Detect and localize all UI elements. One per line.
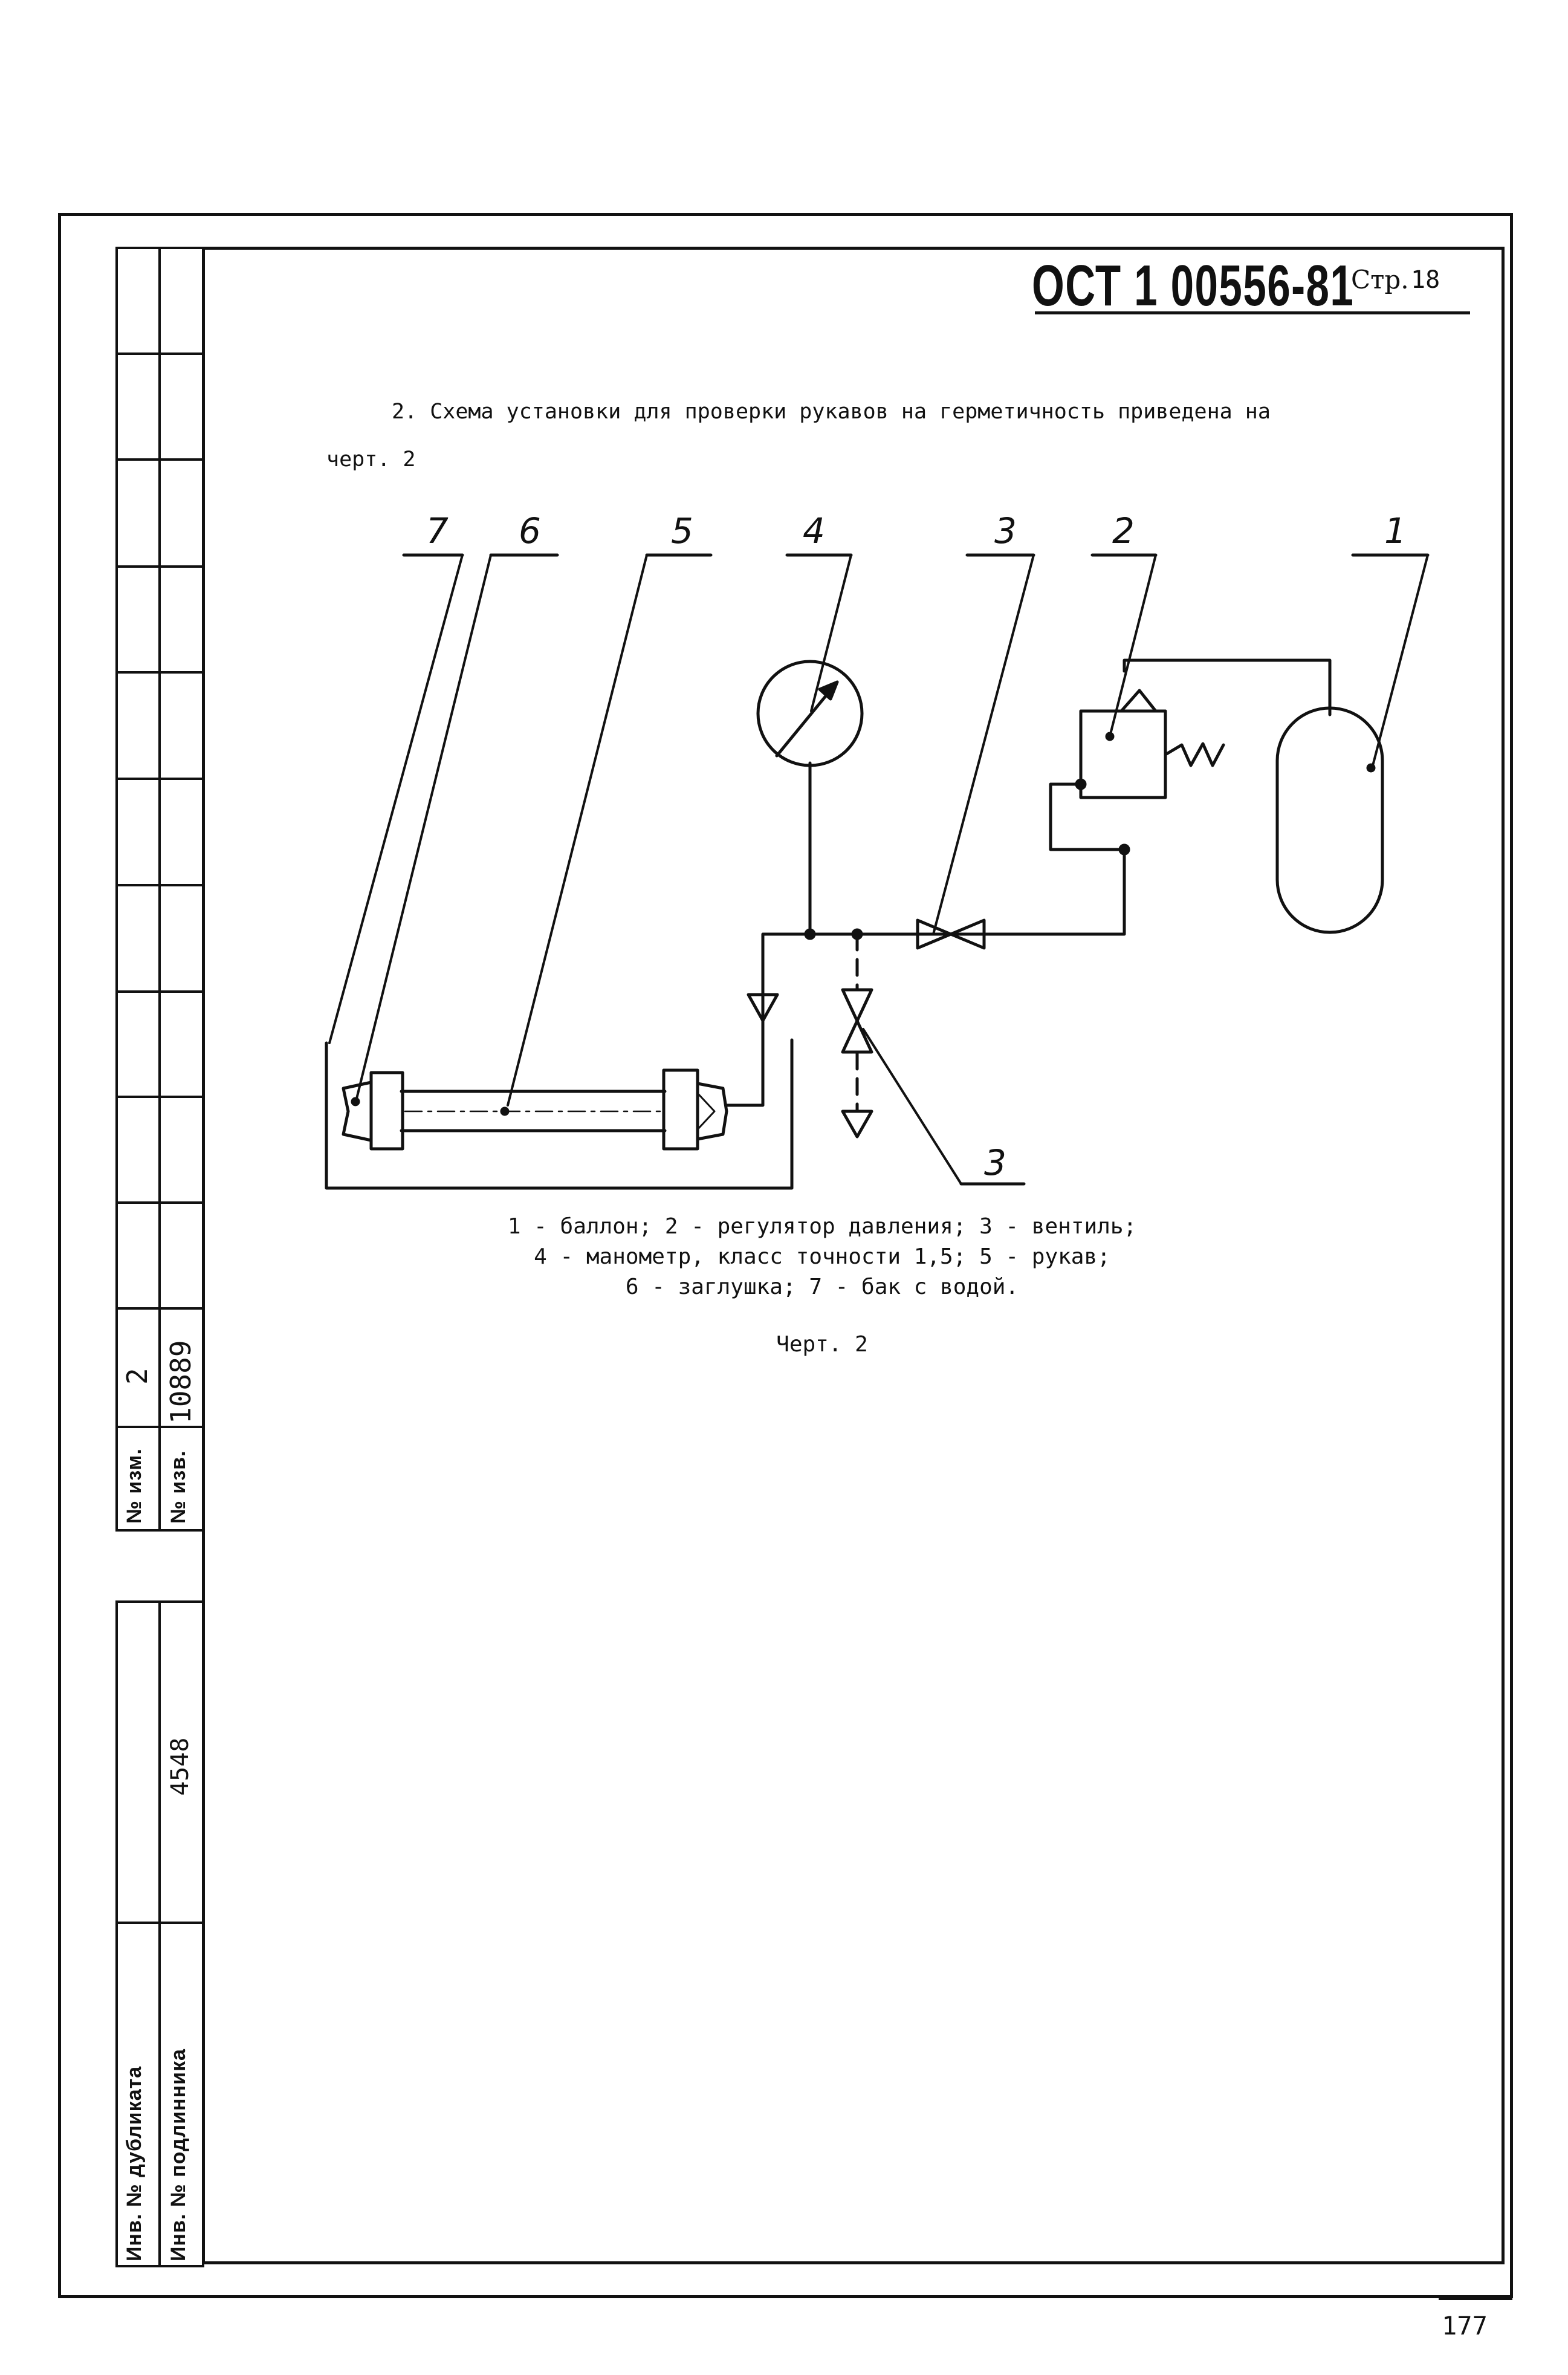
legend-line-1: 1 - баллон; 2 - регулятор давления; 3 - … bbox=[507, 1214, 1137, 1239]
drain-valve bbox=[841, 988, 873, 1054]
legend-line-3: 6 - заглушка; 7 - бак с водой. bbox=[625, 1275, 1019, 1299]
piping bbox=[725, 658, 1332, 1113]
callout-3-bottom: 3 bbox=[984, 1142, 1006, 1183]
outer-frame bbox=[58, 213, 1513, 2298]
inlet-arrow bbox=[747, 993, 779, 1022]
page-number: 18 bbox=[1411, 266, 1440, 294]
header-rule bbox=[1035, 311, 1470, 314]
callout-shelves bbox=[402, 553, 1430, 1186]
page-label: Стр. bbox=[1351, 265, 1409, 294]
figure-caption: Черт. 2 bbox=[776, 1332, 868, 1357]
gas-cylinder bbox=[1275, 706, 1384, 934]
footer-rule bbox=[1439, 2298, 1512, 2300]
callout-2: 2 bbox=[1112, 510, 1135, 551]
paragraph-line-2: черт. 2 bbox=[326, 447, 416, 472]
water-tank bbox=[325, 1038, 794, 1190]
leader-lines bbox=[328, 554, 1429, 1185]
callout-7: 7 bbox=[426, 510, 449, 551]
callout-5: 5 bbox=[671, 510, 693, 551]
pressure-regulator bbox=[1079, 689, 1225, 799]
paragraph-line-1: 2. Схема установки для проверки рукавов … bbox=[392, 400, 1271, 424]
callout-3: 3 bbox=[994, 510, 1017, 551]
callout-6: 6 bbox=[519, 510, 541, 551]
drain-arrow bbox=[841, 1110, 873, 1139]
sheet-number: 177 bbox=[1442, 2311, 1488, 2341]
callout-4: 4 bbox=[803, 510, 825, 551]
main-valve bbox=[916, 918, 986, 950]
hose-assembly bbox=[342, 1068, 728, 1151]
callout-1: 1 bbox=[1384, 510, 1407, 551]
legend-line-2: 4 - манометр, класс точности 1,5; 5 - ру… bbox=[534, 1244, 1110, 1269]
pressure-gauge bbox=[756, 660, 864, 767]
